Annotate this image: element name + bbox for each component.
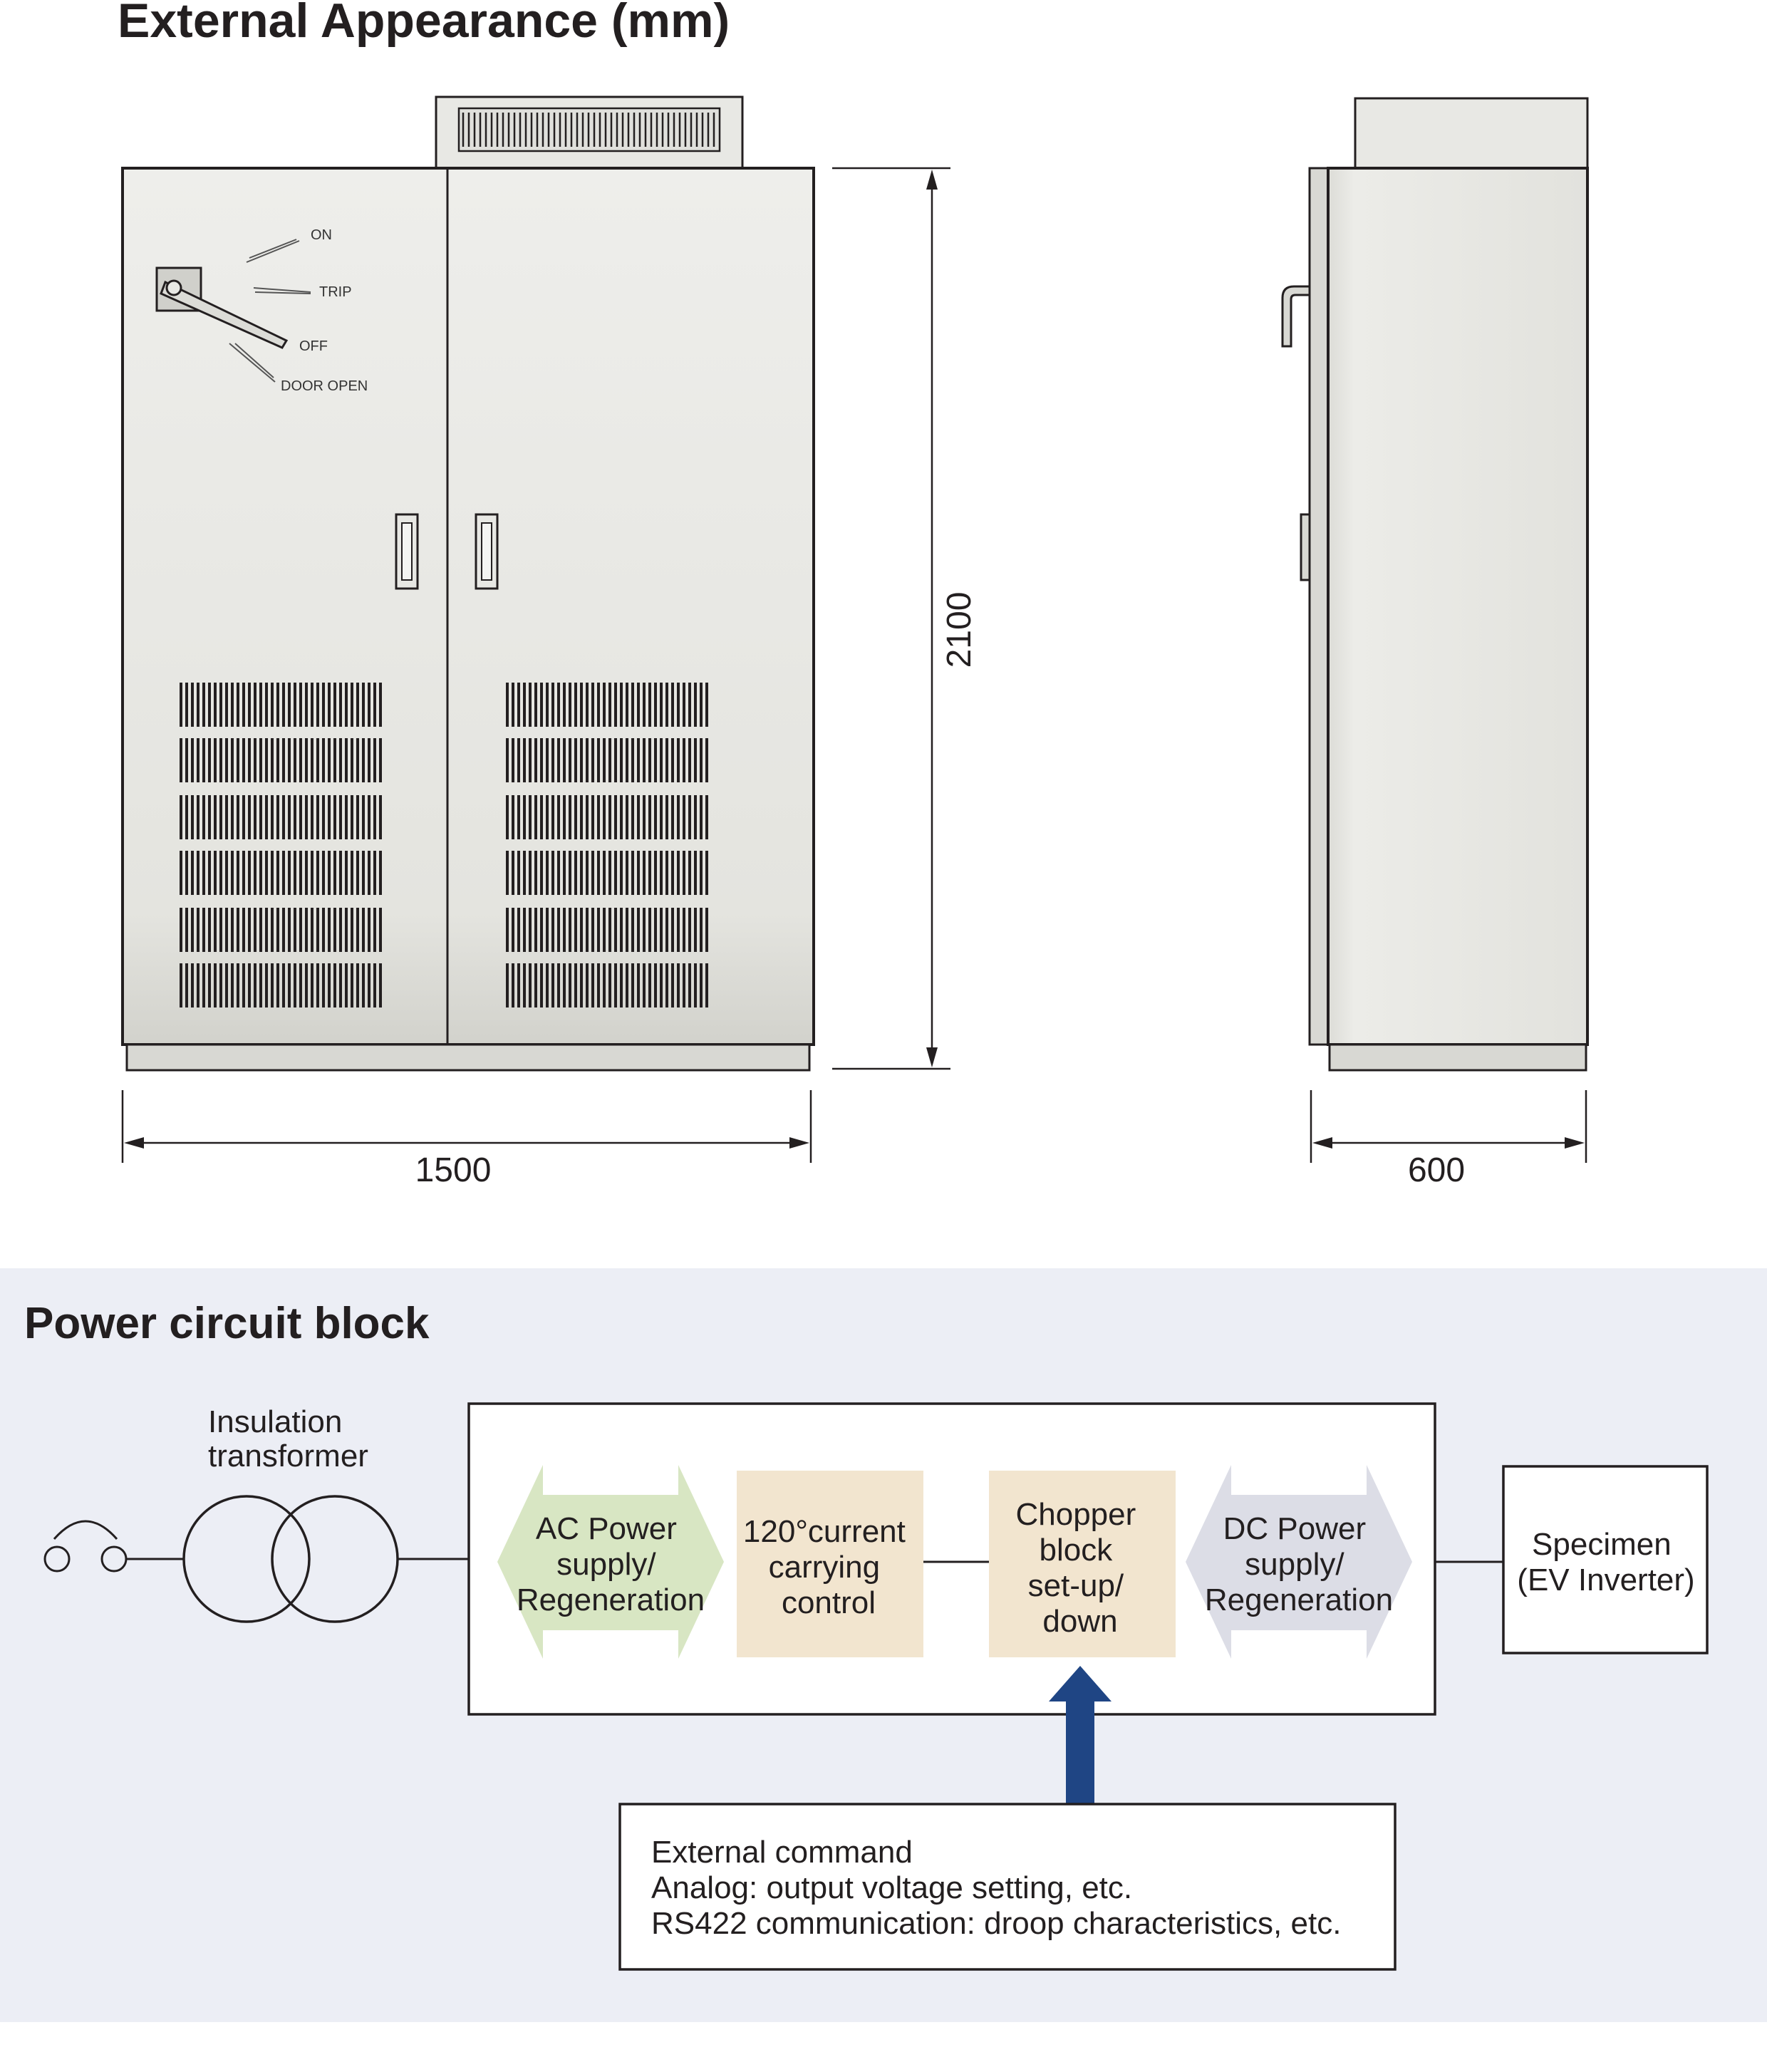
width-arrow-left	[124, 1137, 144, 1149]
ac-power-arrow	[497, 1465, 724, 1659]
cabinet-base	[125, 1043, 811, 1072]
plug-terminal-left	[43, 1545, 71, 1573]
ac-power-label-line: Regeneration	[517, 1583, 705, 1617]
transformer-label-line: transformer	[208, 1439, 368, 1473]
trip-tick	[254, 291, 311, 294]
width-dimension-label: 1500	[415, 1151, 492, 1189]
on-tick	[246, 240, 300, 263]
cabinet-body	[121, 167, 815, 1046]
chopper-label-line: set-up/	[1028, 1568, 1124, 1603]
external-command-line: External command	[651, 1835, 913, 1870]
on-tick	[249, 239, 297, 259]
width-dimension	[121, 1090, 812, 1163]
side-view	[1281, 97, 1589, 1072]
trip-tick	[253, 287, 311, 293]
transformer-label: Insulation transformer	[208, 1404, 368, 1473]
height-dimension-label: 2100	[940, 592, 978, 668]
side-door-edge	[1308, 167, 1331, 1046]
ac-power-label-line: AC Power	[536, 1511, 677, 1546]
current-control-block	[737, 1471, 923, 1657]
chopper-label-line: down	[1042, 1604, 1117, 1639]
appearance-title: External Appearance (mm)	[118, 0, 730, 48]
external-command-text: External command Analog: output voltage …	[651, 1835, 1341, 1941]
top-vent-slats	[462, 113, 715, 147]
specimen-label: Specimen (EV Inverter)	[1517, 1527, 1694, 1597]
door-open-tick	[229, 343, 276, 383]
side-base	[1328, 1043, 1587, 1072]
side-top-box	[1354, 97, 1589, 170]
chopper-label: Chopper block set-up/ down	[1015, 1497, 1144, 1639]
breaker-label-off: OFF	[299, 338, 328, 354]
depth-dimension	[1310, 1090, 1587, 1163]
dc-power-arrow	[1186, 1465, 1412, 1659]
breaker-lever	[160, 280, 289, 349]
breaker-label-door-open: DOOR OPEN	[281, 378, 368, 394]
transformer-coil-primary	[182, 1495, 311, 1623]
height-arrow-top	[926, 170, 938, 190]
dc-power-label-line: supply/	[1245, 1547, 1344, 1582]
breaker-label-trip: TRIP	[319, 284, 352, 300]
circuit-title: Power circuit block	[24, 1299, 430, 1348]
door-open-tick	[234, 343, 274, 378]
depth-arrow-left	[1312, 1137, 1332, 1149]
plug-arc	[53, 1520, 118, 1540]
ac-power-label-line: supply/	[556, 1547, 656, 1582]
transformer-label-line: Insulation	[208, 1404, 342, 1439]
current-control-label-line: control	[782, 1585, 876, 1620]
width-arrow-right	[789, 1137, 809, 1149]
specimen-box	[1502, 1465, 1709, 1654]
current-control-label-line: carrying	[769, 1550, 881, 1585]
chopper-label-line: block	[1040, 1533, 1114, 1568]
dc-power-label-line: Regeneration	[1205, 1583, 1393, 1617]
chopper-label-line: Chopper	[1015, 1497, 1136, 1532]
door-handle-right-grip	[481, 522, 492, 581]
ac-power-label: AC Power supply/ Regeneration	[517, 1511, 705, 1617]
vent-louver-right	[506, 683, 708, 1007]
current-control-label-line: 120°current	[743, 1514, 906, 1549]
depth-dimension-label: 600	[1408, 1151, 1465, 1189]
dc-power-label-line: DC Power	[1223, 1511, 1367, 1546]
external-command-box	[618, 1803, 1396, 1971]
specimen-label-line: Specimen	[1532, 1527, 1672, 1562]
vent-louver-left	[180, 683, 382, 1007]
external-command-line: Analog: output voltage setting, etc.	[651, 1870, 1132, 1905]
chopper-block	[989, 1471, 1176, 1657]
dc-power-label: DC Power supply/ Regeneration	[1205, 1511, 1393, 1617]
side-body	[1327, 167, 1589, 1046]
breaker-switch: ON TRIP OFF DOOR OPEN	[155, 227, 368, 394]
external-command-line: RS422 communication: droop characteristi…	[651, 1906, 1341, 1941]
specimen-label-line: (EV Inverter)	[1517, 1563, 1694, 1597]
breaker-pivot	[165, 279, 182, 296]
current-control-label: 120°current carrying control	[743, 1514, 914, 1620]
external-command-arrow	[1049, 1666, 1112, 1804]
height-arrow-bottom	[926, 1047, 938, 1067]
front-view: ON TRIP OFF DOOR OPEN	[121, 95, 815, 1072]
door-handle-left-grip	[401, 522, 413, 581]
side-door-handle	[1300, 513, 1311, 581]
height-dimension	[832, 167, 950, 1070]
breaker-label-on: ON	[311, 227, 332, 243]
side-breaker-handle	[1281, 285, 1311, 348]
depth-arrow-right	[1565, 1137, 1585, 1149]
